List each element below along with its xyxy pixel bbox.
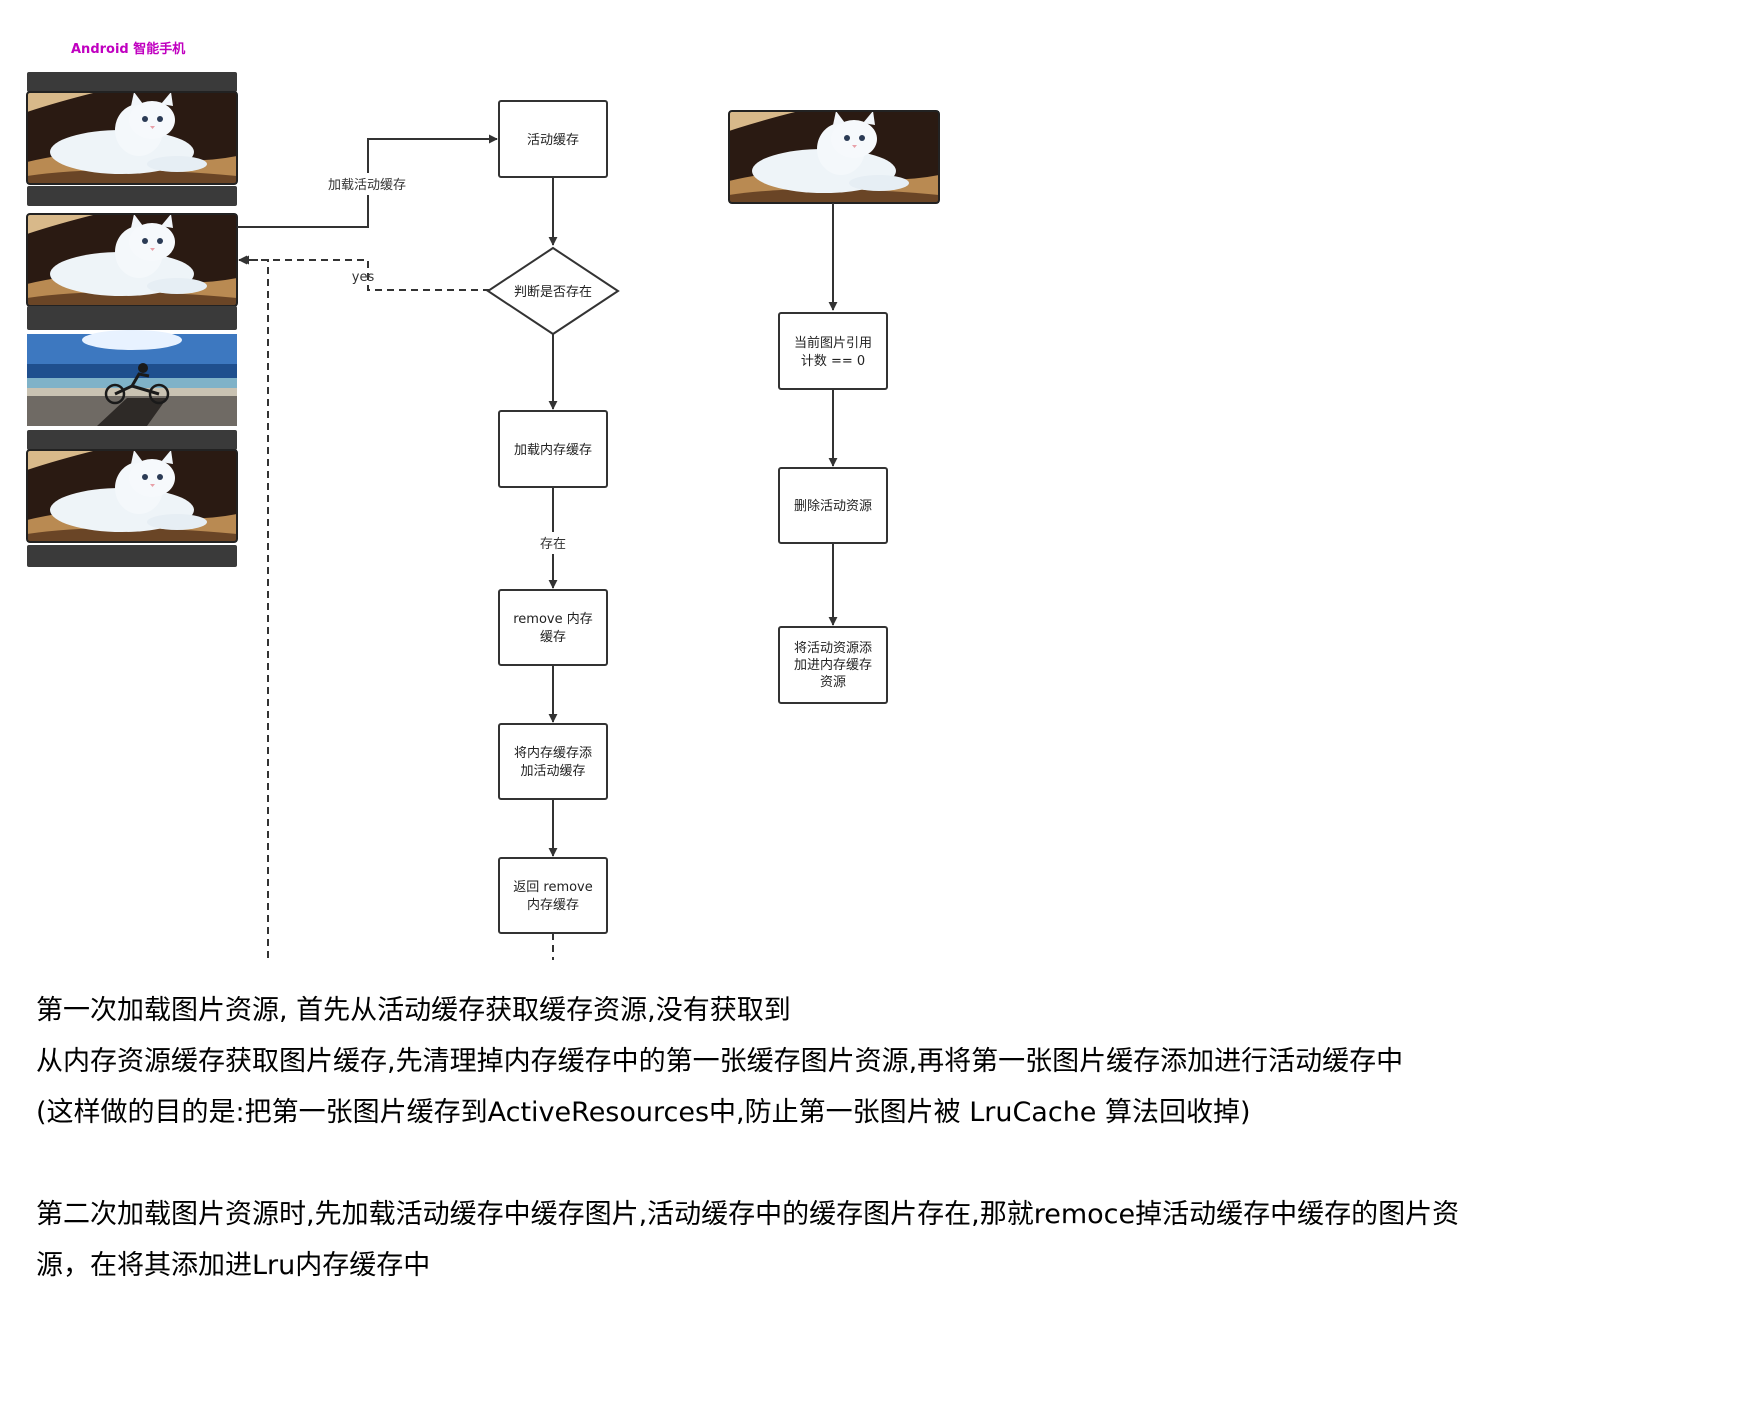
node-add-to-active-cache: 将内存缓存添 加活动缓存 <box>498 723 608 800</box>
note-line-4 <box>36 1138 1676 1189</box>
thumbnail-cat-2 <box>26 213 238 307</box>
edge-label-exists: 存在 <box>540 537 566 552</box>
svg-text:内存缓存: 内存缓存 <box>527 897 579 913</box>
svg-text:将内存缓存添: 将内存缓存添 <box>514 745 592 761</box>
cache-flow-diagram: Android 智能手机 <box>25 41 940 960</box>
released-image <box>728 110 940 204</box>
edge-label-yes: yes <box>352 270 375 285</box>
svg-text:返回 remove: 返回 remove <box>513 880 593 895</box>
node-delete-active-resource: 删除活动资源 <box>778 467 888 544</box>
explanation-notes: 第一次加载图片资源, 首先从活动缓存获取缓存资源,没有获取到 从内存资源缓存获取… <box>36 985 1676 1291</box>
note-line-3: (这样做的目的是:把第一张图片缓存到ActiveResources中,防止第一张… <box>36 1097 1251 1128</box>
phone-top-bar <box>27 72 237 92</box>
node-active-cache: 活动缓存 <box>498 100 608 178</box>
svg-text:加活动缓存: 加活动缓存 <box>520 764 585 779</box>
note-line-2: 从内存资源缓存获取图片缓存,先清理掉内存缓存中的第一张缓存图片资源,再将第一张图… <box>36 1046 1404 1077</box>
phone-bottom-bar <box>27 545 237 567</box>
thumbnail-cat-1 <box>26 91 238 185</box>
svg-text:当前图片引用: 当前图片引用 <box>794 335 872 351</box>
svg-text:活动缓存: 活动缓存 <box>527 133 579 148</box>
node-decision-exists: 判断是否存在 <box>486 246 620 336</box>
phone-panel: Android 智能手机 <box>25 41 239 567</box>
svg-text:删除活动资源: 删除活动资源 <box>794 499 872 514</box>
svg-text:缓存: 缓存 <box>540 630 566 645</box>
phone-divider-2 <box>27 306 237 330</box>
svg-text:资源: 资源 <box>820 675 846 690</box>
svg-text:将活动资源添: 将活动资源添 <box>794 641 872 656</box>
note-line-1: 第一次加载图片资源, 首先从活动缓存获取缓存资源,没有获取到 <box>36 995 791 1026</box>
node-load-memory-cache: 加载内存缓存 <box>498 410 608 488</box>
node-add-to-memory-cache: 将活动资源添 加进内存缓存 资源 <box>778 626 888 704</box>
svg-text:remove 内存: remove 内存 <box>513 611 593 627</box>
note-line-5: 第二次加载图片资源时,先加载活动缓存中缓存图片,活动缓存中的缓存图片存在,那就r… <box>36 1199 1460 1230</box>
svg-text:判断是否存在: 判断是否存在 <box>514 285 592 300</box>
phone-divider-3 <box>27 430 237 450</box>
node-return-remove-memory: 返回 remove 内存缓存 <box>498 857 608 934</box>
thumbnail-cat-3 <box>26 449 238 543</box>
svg-text:加进内存缓存: 加进内存缓存 <box>794 657 872 673</box>
note-line-6: 源，在将其添加进Lru内存缓存中 <box>36 1250 431 1281</box>
edge-decision-yes-to-phone <box>238 255 490 291</box>
phone-divider-1 <box>27 186 237 206</box>
svg-text:计数 == 0: 计数 == 0 <box>801 354 865 369</box>
phone-title: Android 智能手机 <box>71 41 185 57</box>
node-remove-memory-cache: remove 内存 缓存 <box>498 589 608 666</box>
thumbnail-cyclist <box>25 328 239 428</box>
node-ref-count-zero: 当前图片引用 计数 == 0 <box>778 312 888 390</box>
edge-label-load-active: 加载活动缓存 <box>328 178 406 193</box>
svg-text:加载内存缓存: 加载内存缓存 <box>514 442 592 458</box>
